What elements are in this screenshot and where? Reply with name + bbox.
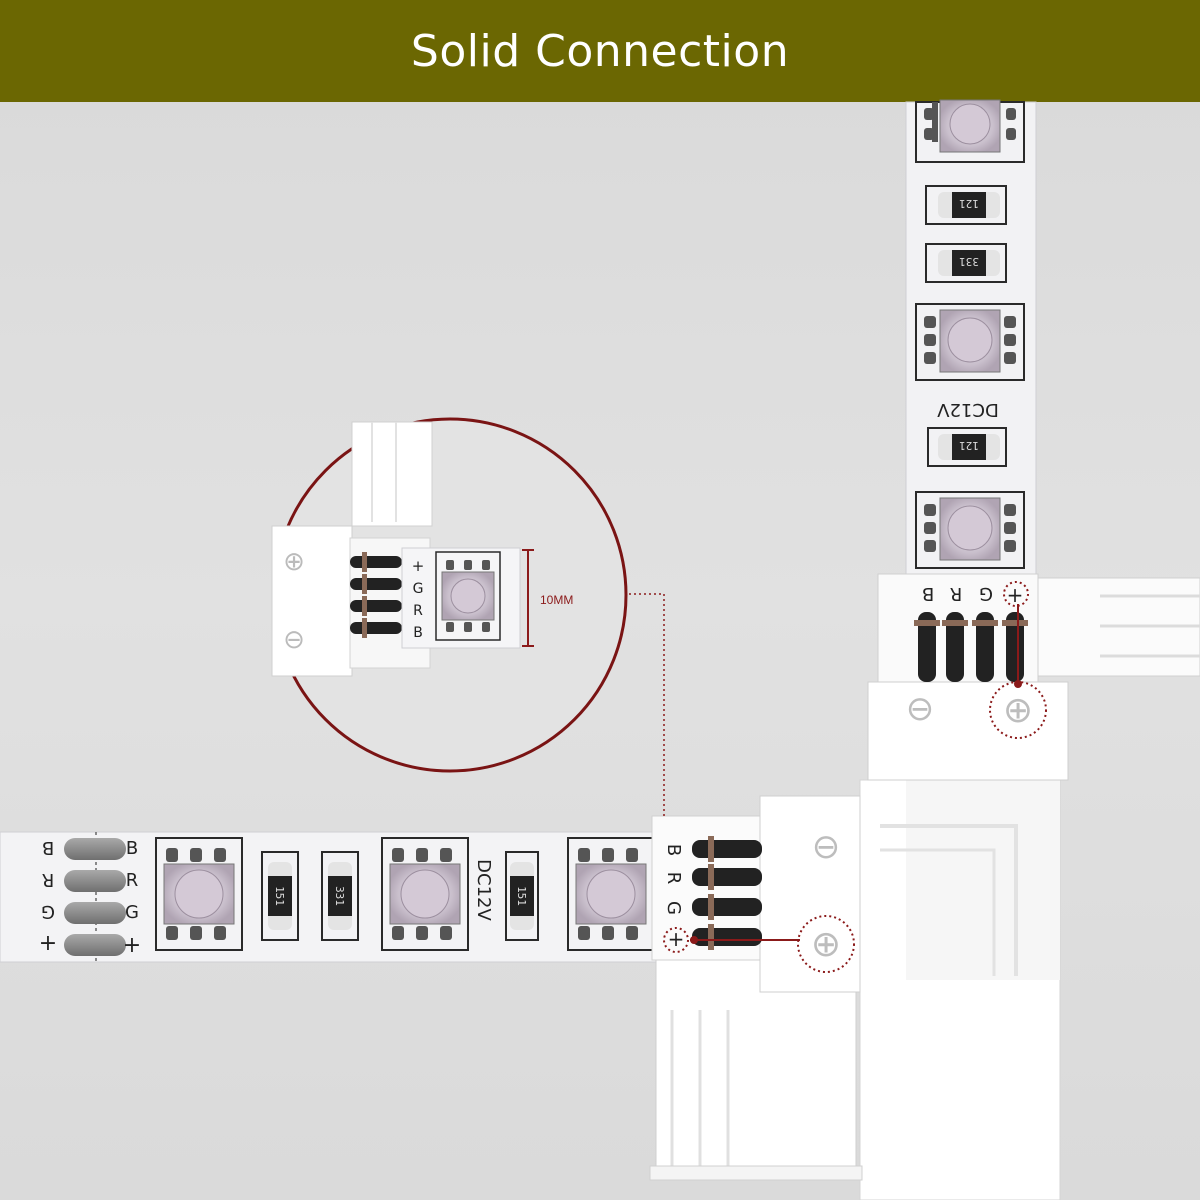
pad-label-right: B (126, 838, 138, 859)
connector-pin-label: R (950, 583, 963, 604)
resistor-code: 121 (959, 197, 979, 210)
led-chip (567, 837, 655, 951)
pad-label-right: + (123, 933, 141, 958)
resistor-code: 121 (959, 439, 979, 452)
minus-symbol: ⊖ (812, 827, 841, 867)
connector-pin-label: + (668, 927, 685, 951)
led-chip (381, 837, 469, 951)
connector-pin-label: G (663, 901, 684, 915)
resistor: 151 (505, 851, 539, 941)
callout-pin-label: G (413, 581, 424, 597)
l-connector: B R G + ⊖ ⊕ (859, 573, 1200, 1200)
dimension-label: 10MM (540, 593, 573, 607)
solder-pads (64, 838, 126, 956)
voltage-label: DC12V (473, 859, 494, 921)
vertical-led-strip: 121 331 DC12V 12 (905, 99, 1037, 593)
plus-symbol: ⊕ (1003, 690, 1033, 731)
minus-symbol: ⊖ (283, 625, 305, 655)
resistor-code: 331 (959, 255, 979, 268)
dimension-marker (522, 549, 534, 647)
resistor: 331 (925, 243, 1007, 283)
led-chip (155, 837, 243, 951)
pad-label: B (42, 837, 54, 858)
plus-symbol: ⊕ (811, 924, 841, 965)
connector-pin-label: G (979, 583, 993, 604)
resistor: 121 (925, 185, 1007, 225)
pad-label-right: G (125, 902, 139, 923)
connector-pin-label: + (1007, 583, 1024, 607)
callout-pin-label: R (413, 603, 423, 619)
pad-label: G (41, 901, 55, 922)
voltage-label: DC12V (936, 399, 998, 420)
minus-symbol: ⊖ (906, 689, 935, 729)
pad-label: R (42, 869, 55, 890)
pad-label: + (39, 931, 57, 956)
connector-pin-label: B (922, 583, 934, 604)
led-chip (915, 303, 1025, 381)
contact-pins (914, 612, 1028, 682)
callout-pin-label: + (412, 557, 425, 575)
plus-symbol: ⊕ (283, 547, 305, 577)
title-banner: Solid Connection (0, 0, 1200, 102)
resistor-code: 331 (333, 886, 346, 906)
resistor-code: 151 (273, 886, 286, 906)
contact-pins (692, 836, 762, 950)
led-chip (915, 491, 1025, 569)
magnifier-callout: ⊕ ⊖ + G R B (271, 417, 665, 816)
resistor: 331 (321, 851, 359, 941)
resistor: 151 (261, 851, 299, 941)
callout-pin-label: B (413, 625, 423, 641)
pad-label-right: R (126, 870, 139, 891)
resistor: 121 (927, 427, 1007, 467)
horizontal-led-strip: B R G + B R G + 151 (0, 831, 671, 963)
t-connector: B R G + ⊖ ⊕ (649, 795, 863, 1181)
banner-title: Solid Connection (410, 25, 790, 77)
connector-pin-label: B (663, 844, 684, 856)
led-chip (435, 551, 501, 641)
led-chip (915, 99, 1025, 163)
connector-pin-label: R (663, 872, 684, 885)
resistor-code: 151 (515, 886, 528, 906)
